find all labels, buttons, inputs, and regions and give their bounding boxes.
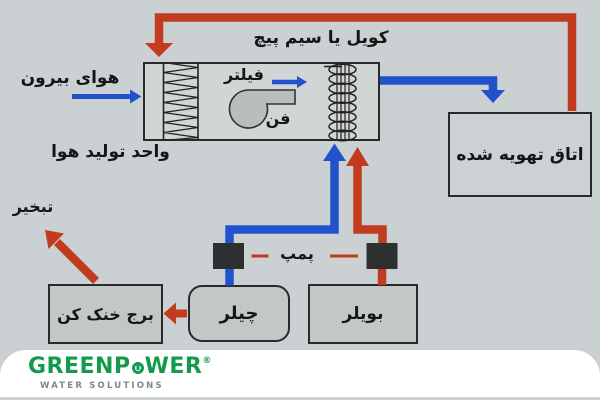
filter-label: فیلتر [223,65,265,84]
ventilated-room-box: اتاق تهویه شده [448,112,592,197]
blue-up-arrowhead [323,143,346,161]
outside-air-arrowhead [130,89,142,104]
chiller-label: چیلر [219,303,259,324]
logo-tagline: WATER SOLUTIONS [40,381,164,391]
air-handling-unit-label: واحد تولید هوا [51,142,170,162]
logo-text-left: GREENP [28,354,131,379]
boiler-box: بویلر [308,284,418,344]
power-o-glyph [131,362,144,374]
greenpower-wordmark: GREENP WER® [28,356,212,378]
red-left-arrowhead [163,302,176,325]
fan-label: فن [265,109,291,128]
evaporation-label: تبخیر [12,197,54,216]
red-down-arrowhead [145,43,173,57]
outside-air-label: هوای بیرون [20,68,120,88]
pump-label: پمپ [280,244,314,263]
blue-down-arrowhead [481,90,505,103]
ventilated-room-label: اتاق تهویه شده [456,144,584,165]
boiler-label: بویلر [342,304,384,324]
blue-supply-duct-pipe [380,76,498,91]
pump-block-left [213,243,244,269]
pump-block-right [366,243,398,269]
greenpower-logo: GREENP WER® WATER SOLUTIONS [28,356,212,392]
evaporation-arrow-shaft [53,238,100,285]
cooling-tower-label: برج خنک کن [57,304,154,324]
chiller-box: چیلر [188,285,290,342]
evaporation-arrowhead [45,230,64,249]
red-up-arrowhead [346,147,369,166]
cooling-tower-box: برج خنک کن [48,284,163,344]
chilled-water-pipe [225,159,339,244]
coil-label: کویل یا سیم پیچ [253,28,389,48]
hot-water-pipe [353,165,387,244]
footer-bar: GREENP WER® WATER SOLUTIONS [0,350,600,397]
logo-text-right: WER [144,354,203,379]
registered-mark: ® [202,356,212,366]
